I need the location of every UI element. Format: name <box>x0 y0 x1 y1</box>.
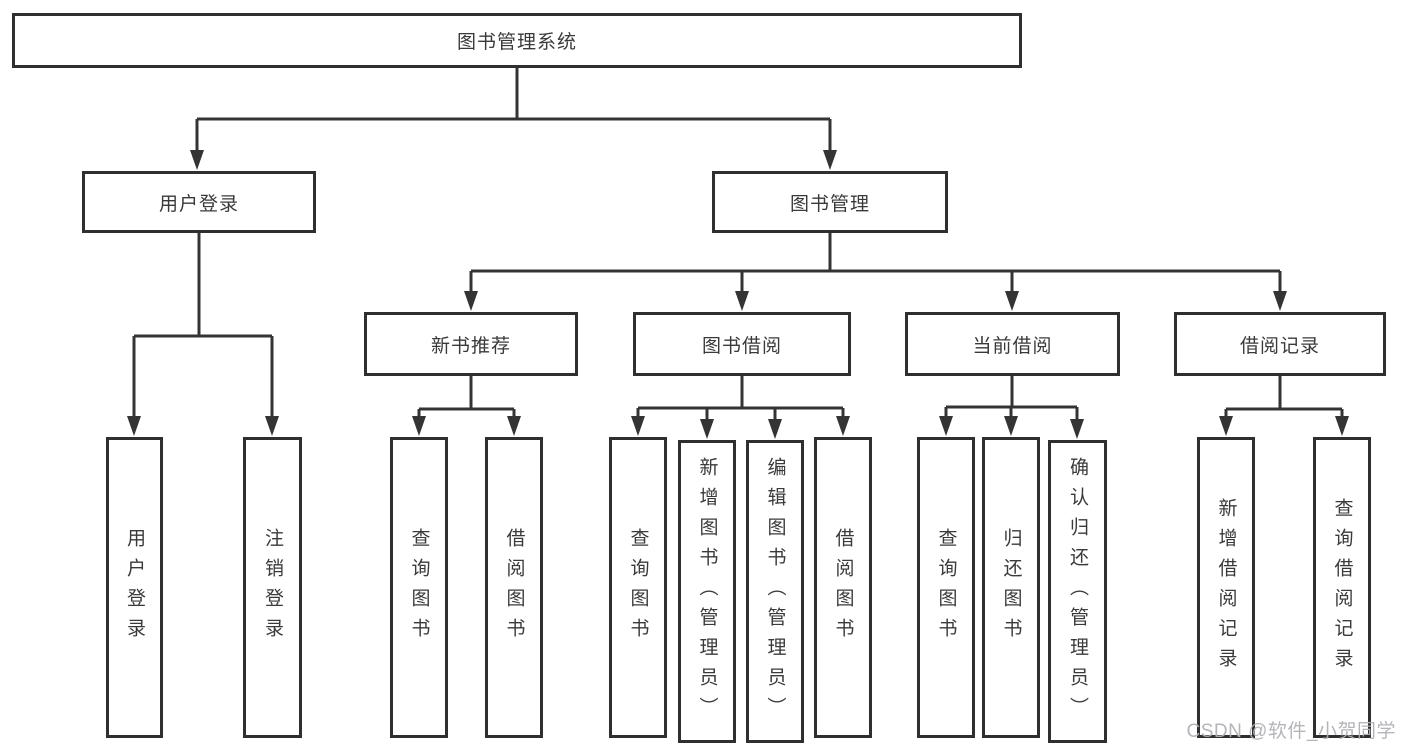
leaf-user-login: 用户登录 <box>106 437 163 738</box>
leaf-newbook-query-books: 查询图书 <box>390 437 448 738</box>
arrow-down-icon <box>631 416 645 436</box>
arrow-down-icons <box>127 150 1349 439</box>
leaf-borrow-add-book-admin-label: 新增图书（管理员） <box>696 456 718 727</box>
leaf-logout-label: 注销登录 <box>262 527 283 648</box>
leaf-user-login-label: 用户登录 <box>124 527 145 648</box>
leaf-current-confirm-return-admin: 确认归还（管理员） <box>1048 440 1107 743</box>
node-current-borrow: 当前借阅 <box>905 312 1120 376</box>
leaf-records-add-record: 新增借阅记录 <box>1197 437 1255 738</box>
leaf-current-return-books: 归还图书 <box>982 437 1040 738</box>
arrow-down-icon <box>735 291 749 311</box>
node-root-label: 图书管理系统 <box>456 32 577 53</box>
leaf-current-confirm-return-admin-label: 确认归还（管理员） <box>1067 456 1088 727</box>
arrow-down-icon <box>939 416 953 436</box>
node-current-borrow-label: 当前借阅 <box>972 335 1053 357</box>
arrow-down-icon <box>190 150 204 170</box>
arrow-down-icon <box>412 416 426 436</box>
arrow-down-icon <box>1219 416 1233 436</box>
connector-user-login-branch <box>132 233 274 418</box>
arrow-down-icon <box>127 416 141 436</box>
connector-borrow-records-branch <box>1224 376 1344 419</box>
arrow-down-icon <box>768 419 782 439</box>
leaf-borrow-edit-book-admin-label: 编辑图书（管理员） <box>764 456 786 727</box>
leaf-newbook-borrow-books-label: 借阅图书 <box>503 527 525 648</box>
arrow-down-icon <box>1004 416 1018 436</box>
arrow-down-icon <box>700 419 714 439</box>
arrow-down-icon <box>1005 291 1019 311</box>
leaf-current-return-books-label: 归还图书 <box>1000 527 1022 648</box>
node-book-borrow: 图书借阅 <box>633 312 851 376</box>
leaf-borrow-borrow-books: 借阅图书 <box>814 437 872 738</box>
leaf-current-query-books: 查询图书 <box>917 437 975 738</box>
arrow-down-icon <box>1335 416 1349 436</box>
connector-book-borrow-branch <box>636 376 845 422</box>
node-root: 图书管理系统 <box>12 13 1022 68</box>
leaf-borrow-add-book-admin: 新增图书（管理员） <box>678 440 736 743</box>
node-book-borrow-label: 图书借阅 <box>701 335 782 357</box>
connector-current-borrow-branch <box>944 376 1079 422</box>
leaf-newbook-borrow-books: 借阅图书 <box>485 437 543 738</box>
csdn-watermark: CSDN @软件_小贺同学 <box>1186 721 1396 742</box>
arrow-down-icon <box>265 416 279 436</box>
leaf-borrow-borrow-books-label: 借阅图书 <box>832 527 854 648</box>
arrow-down-icon <box>836 416 850 436</box>
leaf-records-query-record-label: 查询借阅记录 <box>1331 497 1353 678</box>
node-borrow-records: 借阅记录 <box>1174 312 1386 376</box>
arrow-down-icon <box>507 416 521 436</box>
node-user-login: 用户登录 <box>82 171 316 233</box>
leaf-borrow-query-books-label: 查询图书 <box>627 527 649 648</box>
arrow-down-icon <box>464 291 478 311</box>
leaf-current-query-books-label: 查询图书 <box>935 527 957 648</box>
leaf-records-add-record-label: 新增借阅记录 <box>1215 497 1237 678</box>
arrow-down-icon <box>1273 291 1287 311</box>
leaf-borrow-query-books: 查询图书 <box>609 437 667 738</box>
leaf-newbook-query-books-label: 查询图书 <box>408 527 430 648</box>
node-borrow-records-label: 借阅记录 <box>1239 335 1320 357</box>
node-new-book-recommend: 新书推荐 <box>364 312 578 376</box>
node-new-book-recommend-label: 新书推荐 <box>430 335 511 357</box>
node-book-management-label: 图书管理 <box>789 193 870 215</box>
node-user-login-label: 用户登录 <box>158 193 239 215</box>
leaf-records-query-record: 查询借阅记录 <box>1313 437 1371 738</box>
arrow-down-icon <box>823 150 837 170</box>
leaf-logout: 注销登录 <box>243 437 302 738</box>
connector-root-to-level2 <box>195 68 832 151</box>
arrow-down-icon <box>1070 419 1084 439</box>
connector-book-management-branch <box>469 233 1282 293</box>
node-book-management: 图书管理 <box>712 171 948 233</box>
leaf-borrow-edit-book-admin: 编辑图书（管理员） <box>746 440 804 743</box>
connector-new-book-branch <box>417 376 516 419</box>
